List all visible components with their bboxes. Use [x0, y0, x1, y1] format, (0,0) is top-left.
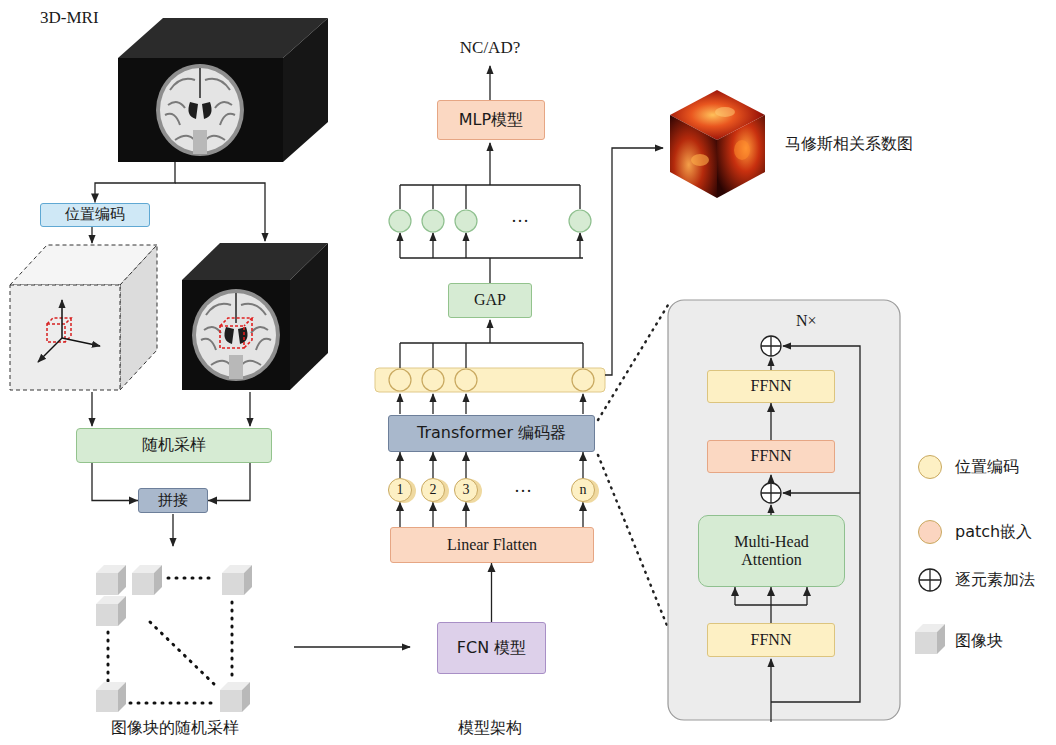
- mri-cube: [118, 18, 328, 162]
- node-text: n: [580, 482, 587, 498]
- arrowhead: [767, 587, 775, 596]
- arrowhead: [731, 587, 739, 596]
- encoder-panel: [668, 300, 900, 722]
- legend-text: 逐元素加法: [955, 570, 1035, 589]
- legend-swatch: [918, 455, 942, 479]
- token-circle: 2: [421, 478, 445, 502]
- node-text: 1: [397, 482, 404, 498]
- label-text: 马修斯相关系数图: [785, 134, 913, 153]
- connector: [429, 452, 437, 478]
- legend-text: 图像块: [955, 631, 1003, 650]
- arrowhead: [396, 452, 404, 461]
- node-text: GAP: [474, 291, 506, 309]
- zoom-lines: [598, 305, 668, 628]
- label-text: …: [511, 206, 529, 228]
- legend-symbols: [915, 569, 945, 654]
- process-box: 位置编码: [40, 203, 150, 227]
- token-circle: n: [571, 478, 595, 502]
- node-text: MLP模型: [459, 111, 523, 129]
- process-box: FFNN: [707, 440, 835, 473]
- arrowhead: [129, 497, 138, 505]
- node-text: 3: [463, 482, 470, 498]
- node-text: Linear Flatten: [447, 536, 537, 554]
- process-box: GAP: [448, 283, 532, 318]
- legend-swatch: [918, 520, 942, 544]
- node-text: FFNN: [751, 447, 792, 465]
- arrow: [91, 226, 92, 243]
- token-band: [375, 368, 605, 392]
- arrowhead: [488, 563, 496, 572]
- legend-text: patch嵌入: [955, 522, 1032, 541]
- connector: [579, 452, 587, 478]
- arrowhead: [767, 403, 775, 412]
- process-box: FFNN: [707, 623, 835, 657]
- label-text: NC/AD?: [460, 38, 520, 58]
- node-text: 拼接: [158, 492, 188, 509]
- connector-line: [95, 162, 175, 203]
- arrowhead: [462, 452, 470, 461]
- arrowhead: [579, 452, 587, 461]
- patch-graph: [96, 565, 252, 712]
- connector-line: [92, 463, 138, 501]
- arrowhead: [429, 452, 437, 461]
- connector: [91, 162, 175, 203]
- token-arrows: [400, 66, 663, 414]
- arrowhead: [208, 497, 217, 505]
- node-text: FFNN: [751, 631, 792, 649]
- node-text: 3D-MRI: [40, 8, 99, 28]
- connector: [462, 502, 470, 527]
- connector: [579, 502, 587, 527]
- node-text: Transformer 编码器: [417, 424, 566, 442]
- label-text: 图像块的随机采样: [111, 718, 239, 737]
- arrow: [172, 514, 173, 546]
- process-box: 随机采样: [76, 428, 272, 463]
- connector: [731, 587, 811, 623]
- arrowhead: [429, 502, 437, 511]
- arrowhead: [803, 587, 811, 596]
- split-line: [175, 183, 265, 241]
- connector: [488, 563, 496, 622]
- arrowhead: [91, 194, 99, 203]
- connector: [767, 403, 775, 440]
- arrow: [294, 646, 410, 648]
- connector: [429, 502, 437, 527]
- region-box: 3D-MRI: [118, 58, 283, 162]
- connector-line: [735, 604, 807, 605]
- legend-text: 位置编码: [955, 457, 1019, 476]
- process-box: 拼接: [138, 488, 208, 513]
- label-text: 模型架构: [458, 718, 522, 737]
- arrowhead: [462, 502, 470, 511]
- connector: [396, 502, 404, 527]
- region-box: N×FFNNFFNNMulti-Head AttentionFFNN: [668, 300, 900, 720]
- node-text: FFNN: [751, 377, 792, 395]
- mcc-cube: [670, 90, 765, 198]
- token-circle: 3: [454, 478, 478, 502]
- label-text: …: [514, 476, 532, 498]
- connector-line: [208, 463, 250, 501]
- process-box: FFNN: [707, 370, 835, 403]
- arrowhead: [579, 502, 587, 511]
- node-text: 随机采样: [142, 436, 206, 454]
- process-box: Linear Flatten: [390, 527, 594, 563]
- token-circle: 1: [388, 478, 412, 502]
- process-box: Multi-Head Attention: [698, 515, 845, 587]
- node-text: FCN 模型: [457, 639, 526, 657]
- position-cube: [10, 245, 157, 390]
- arrow: [91, 392, 92, 426]
- arrow: [249, 392, 250, 426]
- connector: [462, 452, 470, 478]
- pooled-circles: [389, 210, 591, 232]
- connector: [396, 452, 404, 478]
- node-text: N×: [796, 312, 817, 330]
- node-text: 位置编码: [65, 206, 125, 223]
- process-box: MLP模型: [437, 100, 545, 140]
- node-text: Multi-Head Attention: [712, 533, 832, 570]
- process-box: FCN 模型: [437, 622, 546, 674]
- sampled-mri-cube: [182, 243, 328, 390]
- node-text: 2: [430, 482, 437, 498]
- arrowhead: [396, 502, 404, 511]
- process-box: Transformer 编码器: [388, 415, 595, 452]
